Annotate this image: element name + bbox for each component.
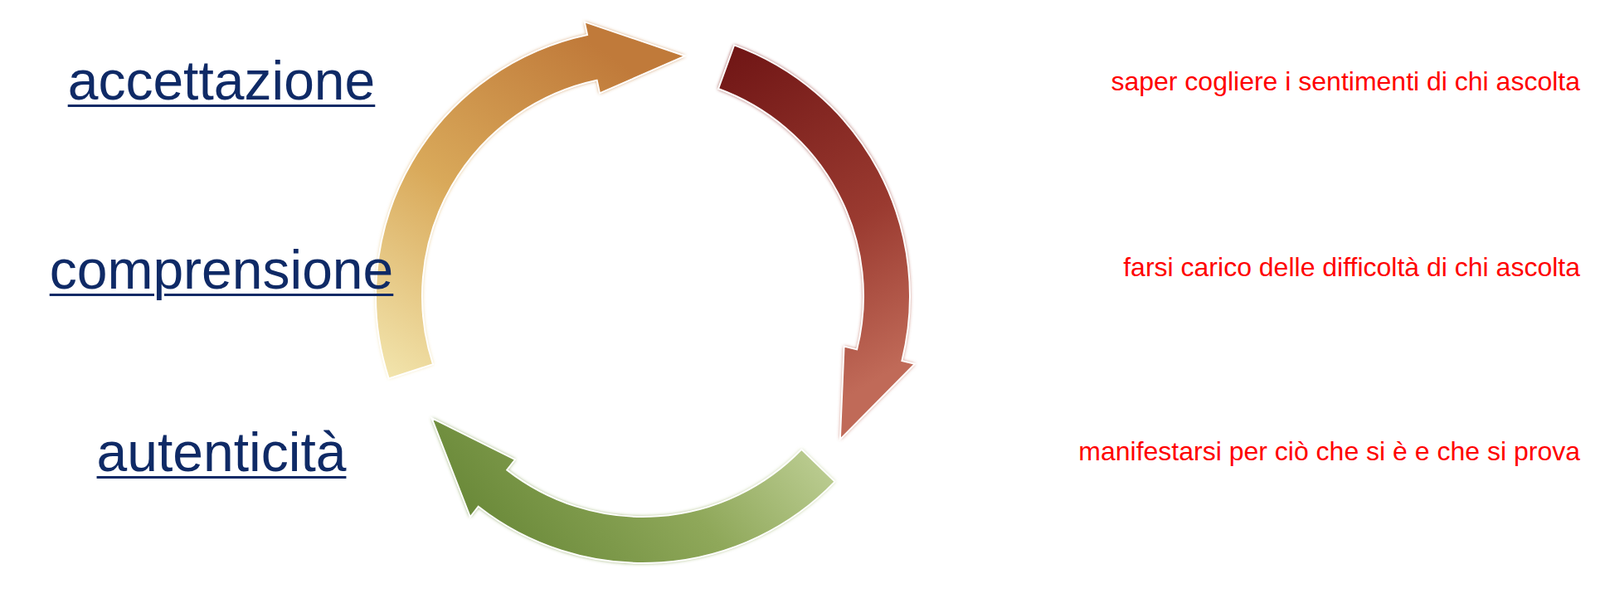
principle-note: manifestarsi per ciò che si è e che si p… <box>1078 436 1581 467</box>
cycle-arrow <box>375 21 686 379</box>
principle-note: farsi carico delle difficoltà di chi asc… <box>1123 252 1581 283</box>
cycle-arrow <box>431 418 835 564</box>
principle-word: accettazione <box>68 49 376 113</box>
principle-word: comprensione <box>49 238 394 302</box>
cycle-arrow-glow <box>718 44 915 439</box>
cycle-arrow <box>718 44 915 439</box>
cycle-arrow-glow <box>375 21 686 379</box>
principle-word: autenticità <box>97 421 347 485</box>
principle-note: saper cogliere i sentimenti di chi ascol… <box>1110 66 1581 98</box>
cycle-arrow-glow <box>431 418 835 564</box>
